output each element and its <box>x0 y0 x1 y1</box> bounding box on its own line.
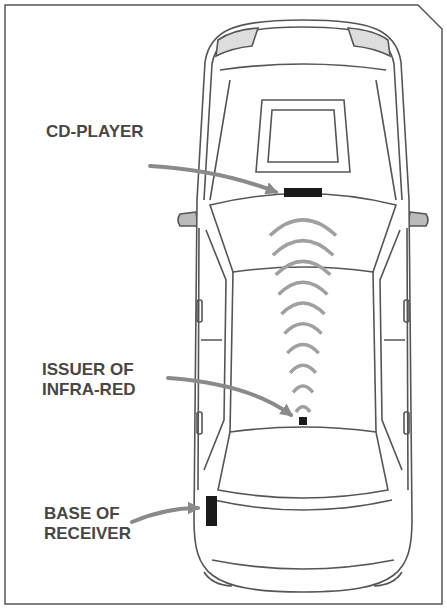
signal-arc <box>276 261 331 274</box>
signal-arc <box>293 386 313 392</box>
leader-arrow <box>132 508 198 522</box>
signal-arc <box>287 344 318 353</box>
leader-arrows <box>132 166 291 522</box>
leader-arrow <box>150 166 276 192</box>
signal-arc <box>282 303 325 314</box>
signal-arc <box>273 241 333 256</box>
infrared-issuer <box>299 417 307 425</box>
leader-arrow <box>168 378 291 415</box>
signal-arc <box>296 407 310 412</box>
part-label: BASE OF RECEIVER <box>44 504 162 545</box>
signal-arc <box>279 282 328 294</box>
infrared-signal <box>270 220 336 412</box>
signal-arc <box>290 365 316 373</box>
frame <box>5 5 442 604</box>
receiver-base <box>206 496 217 526</box>
cd-player <box>284 188 322 197</box>
car-body <box>178 20 428 592</box>
part-label: CD-PLAYER <box>46 122 164 142</box>
signal-arc <box>284 324 321 334</box>
signal-arc <box>270 220 336 236</box>
part-label: ISSUER OF INFRA-RED <box>42 360 160 401</box>
